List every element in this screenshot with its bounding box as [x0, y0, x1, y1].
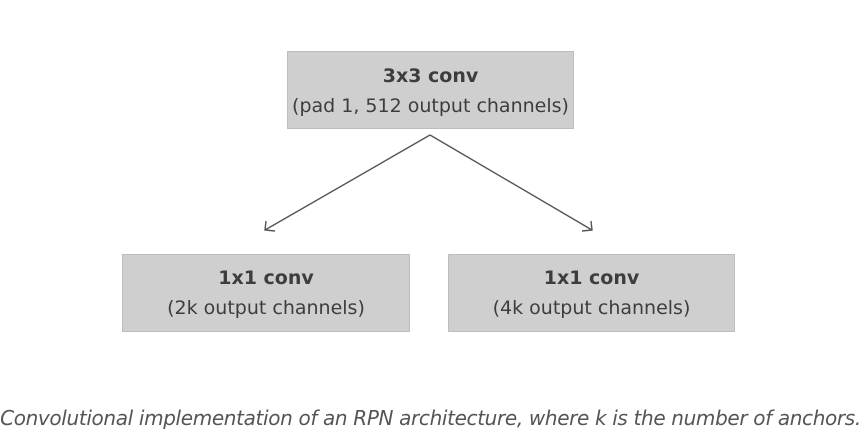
arrow-to-right-box: [429, 134, 593, 231]
conv-3x3-box: 3x3 conv (pad 1, 512 output channels): [287, 51, 574, 129]
conv-1x1-cls-box: 1x1 conv (2k output channels): [122, 254, 410, 332]
box-title: 3x3 conv: [382, 65, 479, 87]
box-subtitle: (2k output channels): [167, 297, 365, 319]
conv-1x1-reg-box: 1x1 conv (4k output channels): [448, 254, 735, 332]
arrow-to-left-box: [264, 134, 431, 231]
arrow-head-right-icon: [581, 220, 593, 232]
box-title: 1x1 conv: [543, 267, 640, 289]
figure-caption: Convolutional implementation of an RPN a…: [0, 406, 861, 430]
box-subtitle: (pad 1, 512 output channels): [292, 95, 569, 117]
box-subtitle: (4k output channels): [492, 297, 691, 319]
arrow-head-left-icon: [264, 220, 276, 232]
box-title: 1x1 conv: [218, 267, 314, 289]
